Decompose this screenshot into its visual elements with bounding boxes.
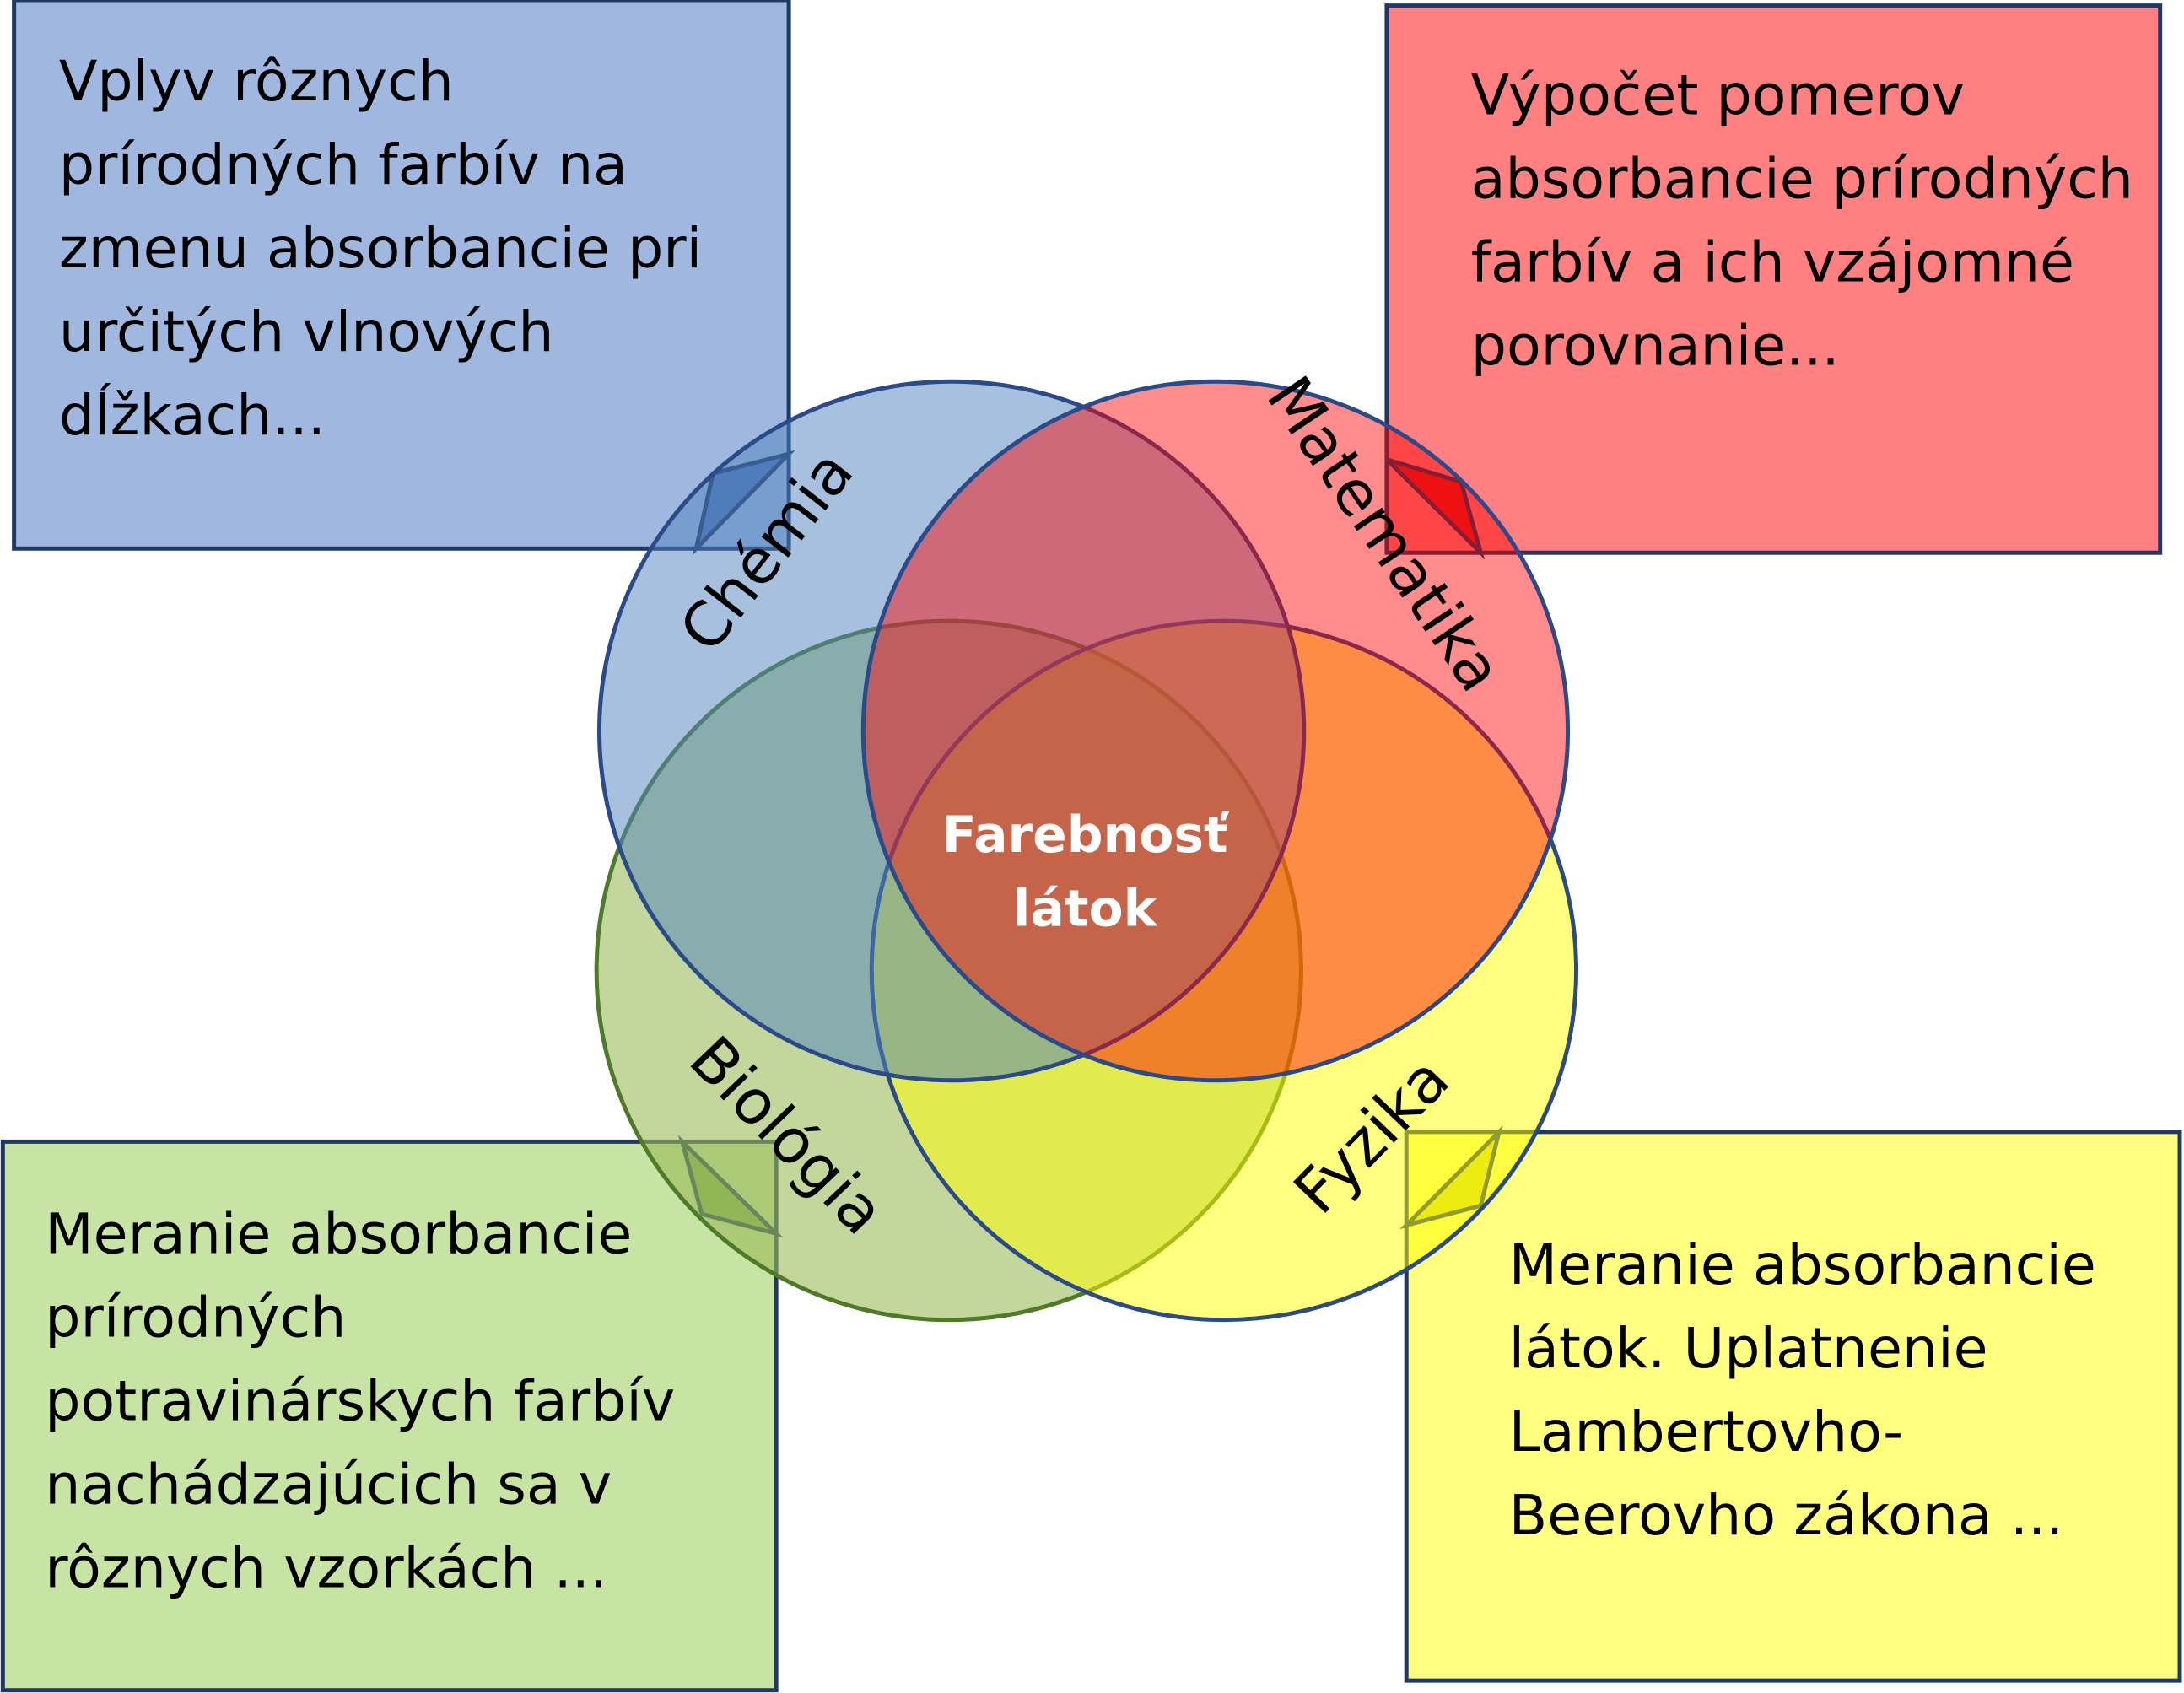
folded-corner-icon xyxy=(1385,457,1486,560)
note-text-line: farbív a ich vzájomné xyxy=(1471,229,2074,295)
center-label-line2: látok xyxy=(1013,881,1158,939)
note-text-line: Výpočet pomerov xyxy=(1471,62,1965,128)
note-text-line: určitých vlnových xyxy=(59,299,554,364)
circle-chemistry xyxy=(596,379,1307,1083)
circle-mathematics xyxy=(860,379,1571,1083)
note-text-line: Lambertovho- xyxy=(1509,1399,1903,1464)
note-text-line: Beerovho zákona ... xyxy=(1509,1482,2064,1548)
note-text-line: Meranie absorbancie xyxy=(45,1201,632,1267)
note-chemistry: Vplyv rôznych prírodných farbív na zmenu a… xyxy=(12,0,796,556)
note-text-line: porovnanie... xyxy=(1471,313,1840,379)
note-mathematics: Výpočet pomerov absorbancie prírodných far… xyxy=(1384,3,2163,560)
note-text-line: absorbancie prírodných xyxy=(1471,146,2133,212)
note-biology: Meranie absorbancie prírodných potravinárs… xyxy=(0,1135,784,1693)
note-text-line: prírodných xyxy=(45,1285,346,1351)
center-label-line1: Farebnosť xyxy=(942,806,1230,865)
note-text-line: prírodných farbív na xyxy=(59,132,628,197)
note-text-line: Meranie absorbancie xyxy=(1509,1232,2096,1297)
note-text-line: dĺžkach... xyxy=(59,382,326,448)
note-text-line: rôznych vzorkách ... xyxy=(45,1535,607,1601)
note-text-line: nachádzajúcich sa v xyxy=(45,1452,612,1518)
note-text-line: Vplyv rôznych xyxy=(59,48,454,114)
note-text-line: potravinárskych farbív xyxy=(45,1368,675,1434)
note-text-line: látok. Uplatnenie xyxy=(1509,1315,1988,1381)
note-text-line: zmenu absorbancie pri xyxy=(59,215,702,281)
